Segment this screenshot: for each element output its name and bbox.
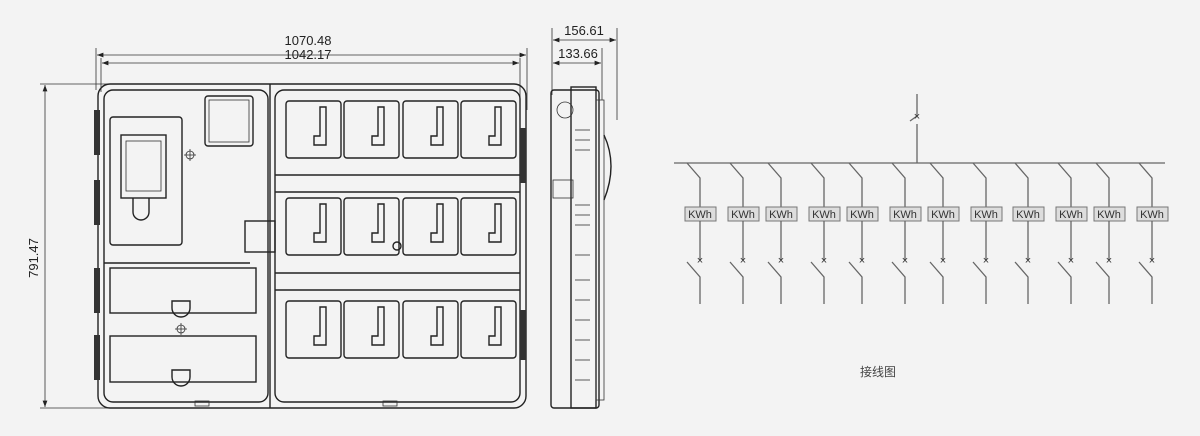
kwh-meter-label: KWh [1097,209,1121,221]
kwh-meter-label: KWh [688,209,712,221]
branch-breaker-switch [1138,261,1153,304]
branch-circuit: KWh × [684,162,717,304]
branch-breaker-switch [848,261,863,304]
kwh-meter-label: KWh [974,209,998,221]
drawer-1 [109,267,257,318]
branch-breaker-switch [767,261,782,304]
wiring-diagram-caption: 接线图 [860,364,896,379]
breaker-x-mark: × [1106,255,1112,267]
branch-circuit: KWh × [1055,162,1088,304]
side-view [550,86,612,409]
kwh-meter-label: KWh [931,209,955,221]
wiring-diagram: × KWh×KWh×KWh×KWh×KWh×KWh×KWh×KWh×KWh×KW… [674,94,1169,379]
meter-cell [460,300,517,359]
branch-breaker-switch [810,261,825,304]
branch-breaker-switch [1014,261,1029,304]
branch-breaker-switch [1057,261,1072,304]
drawer-2 [109,335,257,387]
breaker-x-mark: × [1068,255,1074,267]
dimension-side-depth: 156.61 133.66 [551,23,618,120]
kwh-meter-label: KWh [893,209,917,221]
meter-cell [460,197,517,256]
dimension-label-side-depth: 156.61 [564,23,604,38]
dimension-label-side-inner-depth: 133.66 [558,46,598,61]
kwh-meter-label: KWh [812,209,836,221]
breaker-x-mark: × [902,255,908,267]
meter-cell [285,300,342,359]
meter-cell [343,100,400,159]
crosshair-mark [184,149,196,161]
main-meter-window [109,116,183,246]
dimension-height: 791.47 [26,83,230,409]
meter-cell [343,197,400,256]
inspection-window [204,95,254,147]
branch-breaker-switch [972,261,987,304]
kwh-meter-label: KWh [1059,209,1083,221]
branch-circuit: KWh × [846,162,879,304]
breaker-x-mark: × [940,255,946,267]
meter-cell [402,100,459,159]
dimension-label-overall-width: 1070.48 [285,33,332,48]
branch-circuit: KWh × [1012,162,1045,304]
branch-breaker-switch [929,261,944,304]
branch-circuit: KWh × [1093,162,1126,304]
breaker-x-mark: × [859,255,865,267]
main-breaker-switch [909,115,918,122]
crosshair-mark [175,323,187,335]
meter-cell [402,300,459,359]
branch-circuit: KWh × [889,162,922,304]
branch-breaker-switch [1095,261,1110,304]
meter-cell [343,300,400,359]
meter-cell [285,197,342,256]
branch-breaker-switch [686,261,701,304]
branch-circuit: KWh × [808,162,841,304]
meter-cell [402,197,459,256]
kwh-meter-label: KWh [850,209,874,221]
kwh-meter-label: KWh [1140,209,1164,221]
kwh-meter-label: KWh [1016,209,1040,221]
hinge-block [244,220,276,253]
branch-circuit: KWh × [927,162,960,304]
lock-icon [392,241,402,251]
branch-circuit: KWh × [727,162,760,304]
breaker-x-mark: × [778,255,784,267]
breaker-x-mark: × [697,255,703,267]
branch-circuit: KWh × [1136,162,1169,304]
branch-breaker-switch [891,261,906,304]
breaker-x-mark: × [1149,255,1155,267]
front-view [94,83,527,409]
meter-cell-grid [285,100,517,359]
dimension-label-inner-width: 1042.17 [285,47,332,62]
breaker-x-mark: × [983,255,989,267]
breaker-x-mark: × [740,255,746,267]
breaker-x-mark: × [821,255,827,267]
kwh-meter-label: KWh [731,209,755,221]
kwh-meter-label: KWh [769,209,793,221]
branch-breaker-switch [729,261,744,304]
branch-circuit: KWh × [970,162,1003,304]
meter-cell [460,100,517,159]
dimension-overall-width: 1070.48 [95,33,528,110]
breaker-x-mark: × [1025,255,1031,267]
branch-circuit: KWh × [765,162,798,304]
meter-cell [285,100,342,159]
dimension-inner-width: 1042.17 [100,47,521,110]
dimension-label-height: 791.47 [26,238,41,278]
main-breaker-x-mark: × [914,111,920,123]
